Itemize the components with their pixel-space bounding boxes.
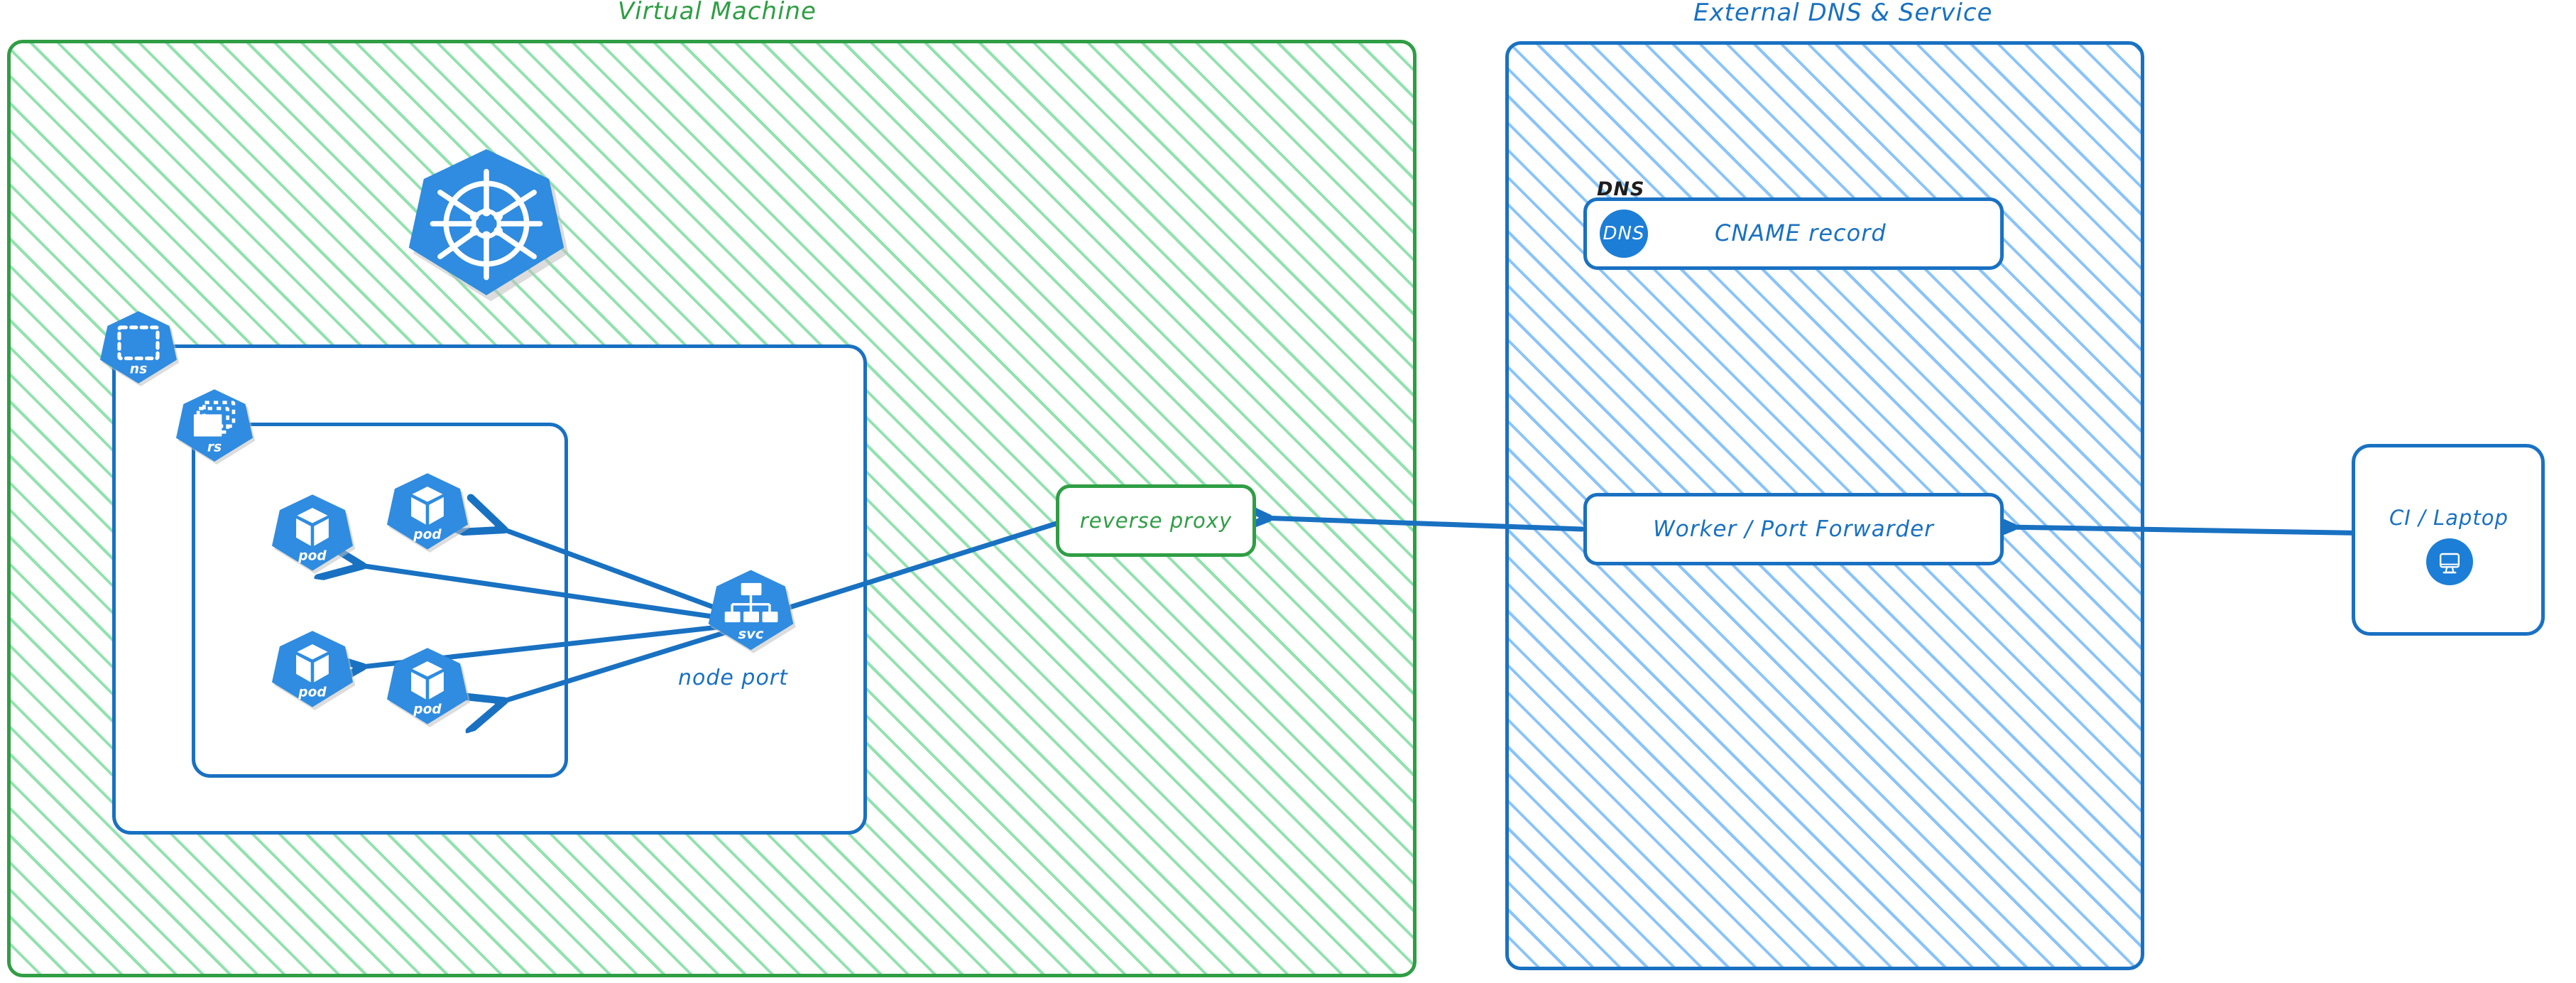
svg-text:pod: pod [413, 702, 442, 717]
cube-icon [408, 659, 447, 702]
svg-text:svc: svc [738, 626, 764, 642]
worker-port-forwarder-box[interactable]: Worker / Port Forwarder [1583, 493, 2004, 565]
dns-badge-text: DNS [1603, 223, 1645, 244]
reverse-proxy-label: reverse proxy [1079, 509, 1233, 533]
svg-text:ns: ns [130, 362, 147, 376]
cube-icon [293, 506, 332, 549]
replicaset-box [192, 423, 568, 778]
stacked-rectangles-icon [193, 401, 236, 437]
svg-text:pod: pod [298, 685, 327, 700]
edge-reverse-proxy-to-svc [774, 521, 1059, 612]
dashed-square-icon [117, 325, 160, 361]
pod-node-1: pod [272, 493, 356, 574]
vm-panel-title: Virtual Machine [618, 0, 817, 26]
edge-svc-to-pod-4 [497, 620, 759, 703]
cube-icon [408, 484, 447, 528]
pod-node-3: pod [272, 629, 356, 710]
namespace-badge: ns [100, 310, 180, 386]
svg-text:rs: rs [207, 440, 222, 455]
svg-text:pod: pod [298, 548, 327, 563]
reverse-proxy-box[interactable]: reverse proxy [1056, 484, 1256, 557]
edge-svc-to-pod-1 [355, 565, 759, 626]
edge-worker-to-reverse-proxy [1261, 518, 1585, 529]
kubernetes-logo [408, 146, 569, 302]
replicaset-badge: rs [176, 388, 256, 465]
ci-laptop-box[interactable]: CI / Laptop [2352, 444, 2545, 636]
external-panel-title: External DNS & Service [1693, 0, 1993, 27]
service-node: svc [708, 568, 796, 653]
dns-cname-box[interactable]: DNS DNS CNAME record [1583, 178, 2004, 270]
desktop-monitor-icon [2426, 538, 2473, 585]
dns-heading: DNS [1597, 178, 1645, 200]
dns-circle-icon: DNS [1600, 210, 1648, 258]
node-port-caption: node port [678, 666, 788, 690]
pod-node-4: pod [387, 646, 471, 727]
svg-text:pod: pod [413, 527, 442, 542]
hierarchy-icon [724, 582, 778, 623]
cname-record-label: CNAME record [1715, 219, 1887, 246]
pod-node-2: pod [387, 472, 471, 553]
ci-laptop-label: CI / Laptop [2389, 506, 2509, 530]
cube-icon [293, 642, 332, 685]
worker-port-forwarder-label: Worker / Port Forwarder [1653, 516, 1934, 542]
